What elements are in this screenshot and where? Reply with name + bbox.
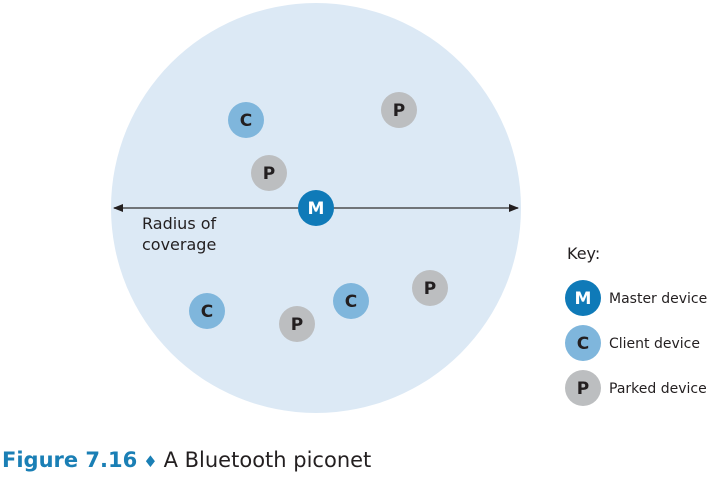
key-client-symbol: C (565, 325, 601, 361)
parked-device-icon (565, 370, 601, 406)
parked-device-icon (381, 92, 417, 128)
client-device: C (228, 102, 264, 138)
master-device-icon (298, 190, 334, 226)
figure-title: A Bluetooth piconet (163, 448, 372, 472)
device-letter: C (240, 111, 252, 131)
figure-number: Figure 7.16 (2, 448, 138, 472)
device-letter: M (308, 199, 325, 219)
radius-label-line2: coverage (142, 235, 216, 254)
radius-label-line1: Radius of (142, 214, 217, 233)
client-device-icon (565, 325, 601, 361)
parked-device: P (279, 306, 315, 342)
device-letter: P (424, 279, 436, 299)
parked-device-icon (279, 306, 315, 342)
client-device: C (189, 293, 225, 329)
key-title: Key: (567, 244, 600, 263)
device-letter: P (263, 164, 275, 184)
master-device-icon (565, 280, 601, 316)
key-label-client: Client device (609, 336, 700, 352)
client-device-icon (333, 283, 369, 319)
parked-device: P (251, 155, 287, 191)
parked-device: P (412, 270, 448, 306)
master-device: M (298, 190, 334, 226)
device-letter: P (393, 101, 405, 121)
parked-device-icon (412, 270, 448, 306)
key-label-parked: Parked device (609, 381, 707, 397)
figure-caption: Figure 7.16 ♦ A Bluetooth piconet (2, 448, 371, 472)
device-letter: C (345, 292, 357, 312)
client-device-icon (228, 102, 264, 138)
key-master-symbol: M (565, 280, 601, 316)
diamond-separator-icon: ♦ (143, 452, 158, 471)
device-letter: P (577, 379, 589, 399)
device-letter: P (291, 315, 303, 335)
client-device: C (333, 283, 369, 319)
key-label-master: Master device (609, 291, 707, 307)
device-letter: C (577, 334, 589, 354)
parked-device: P (381, 92, 417, 128)
key-parked-symbol: P (565, 370, 601, 406)
client-device-icon (189, 293, 225, 329)
parked-device-icon (251, 155, 287, 191)
device-letter: M (575, 289, 592, 309)
device-letter: C (201, 302, 213, 322)
